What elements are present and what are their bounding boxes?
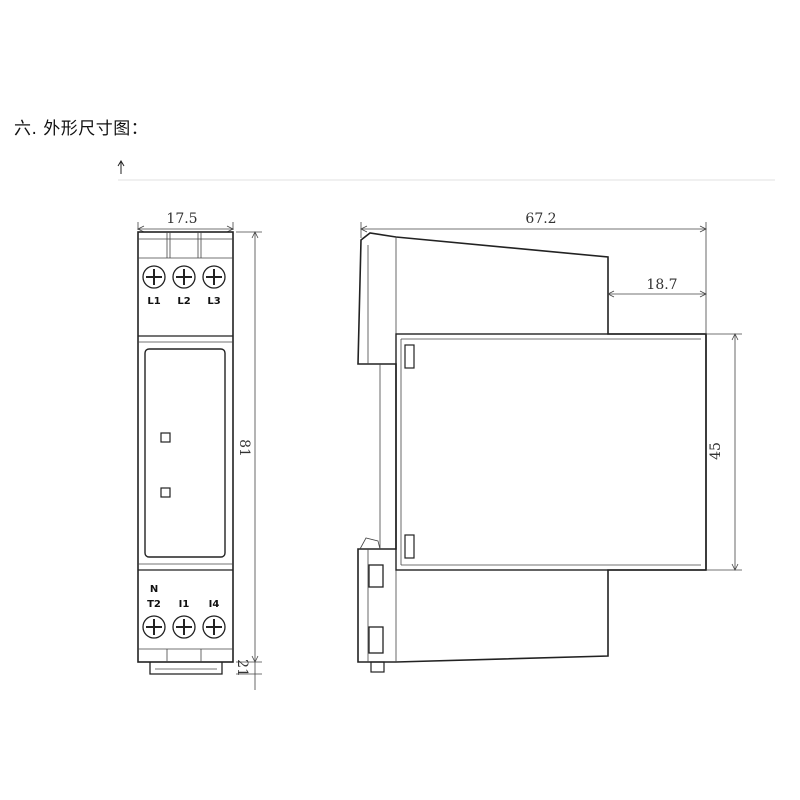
- slot-icon: [368, 626, 384, 654]
- width-dimension: 17.5: [137, 211, 234, 233]
- terminal-label-n: N: [150, 584, 158, 595]
- terminal-label-t2: T2: [147, 599, 161, 610]
- depth-dim-label: 67.2: [525, 211, 556, 227]
- height-dim-label: 81: [236, 439, 252, 457]
- latch-tab: [370, 661, 385, 673]
- cover-height-dimension: 45: [706, 333, 742, 571]
- cover-tab-icon: [404, 534, 415, 559]
- terminal-label-l3: L3: [207, 296, 220, 307]
- front-view: 17.5 L1 L2 L3: [137, 211, 262, 690]
- cover-height-dim-label: 45: [708, 442, 724, 460]
- led-indicator-icon: [160, 432, 171, 443]
- terminal-label-l2: L2: [177, 296, 190, 307]
- width-dim-label: 17.5: [166, 211, 197, 227]
- up-arrow-icon: [117, 160, 125, 174]
- screw-terminal-icon: [142, 265, 166, 289]
- terminal-label-l1: L1: [147, 296, 160, 307]
- height-dimension: 81: [236, 231, 262, 663]
- bottom-dim-label: 21: [234, 659, 250, 677]
- led-indicator-icon: [160, 487, 171, 498]
- bottom-dimension: 21: [234, 659, 262, 690]
- side-body: [357, 232, 707, 663]
- step-dim-label: 18.7: [646, 277, 677, 293]
- screw-terminal-icon: [202, 615, 226, 639]
- side-view: 67.2 18.7: [357, 211, 742, 673]
- terminal-label-i1: I1: [179, 599, 190, 610]
- screw-terminal-icon: [142, 615, 166, 639]
- side-cover: [395, 333, 707, 571]
- din-clip: [149, 662, 223, 675]
- section-heading: 六. 外形尺寸图：: [14, 119, 149, 139]
- step-dimension: 18.7: [607, 238, 707, 334]
- screw-terminal-icon: [172, 615, 196, 639]
- cover-tab-icon: [404, 344, 415, 369]
- terminal-label-i4: I4: [209, 599, 220, 610]
- depth-dimension: 67.2: [360, 211, 707, 238]
- screw-terminal-icon: [172, 265, 196, 289]
- front-body: [137, 231, 234, 663]
- front-window: [144, 348, 226, 558]
- slot-icon: [368, 564, 384, 588]
- screw-terminal-icon: [202, 265, 226, 289]
